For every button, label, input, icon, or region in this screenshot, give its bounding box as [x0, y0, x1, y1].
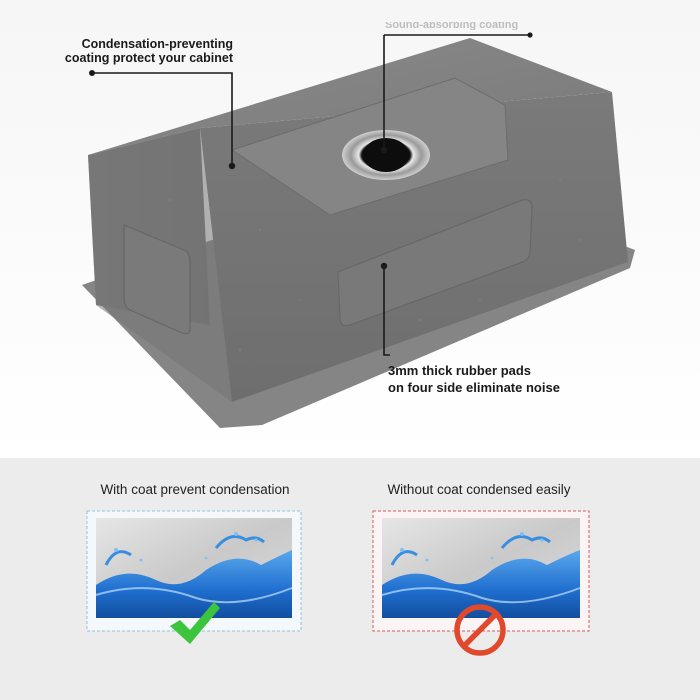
callout-top-right: Sound-absorbing coating [385, 22, 518, 30]
callout-dot-top [527, 32, 533, 38]
with-coat-panel [86, 510, 302, 632]
callout-coating-line1: Condensation-preventing [81, 37, 233, 51]
callout-dot-coating [89, 70, 95, 76]
callout-dot-pads [380, 262, 388, 270]
callout-lines [92, 34, 530, 356]
without-coat-panel [372, 510, 590, 632]
sink-top-face [88, 38, 612, 155]
callout-pads-line2: on four side eliminate noise [388, 380, 560, 395]
red-prohibited-icon [452, 602, 508, 658]
callout-coating: Condensation-preventing coating protect … [60, 37, 233, 65]
callout-dot-drain [380, 146, 388, 154]
callout-pads: 3mm thick rubber pads on four side elimi… [388, 362, 560, 396]
callout-top-right-text: Sound-absorbing coating [385, 22, 519, 30]
sink-illustration [0, 0, 700, 458]
without-coat-title: Without coat condensed easily [387, 482, 571, 497]
callout-coating-line2: coating protect your cabinet [64, 51, 233, 65]
green-check-icon [168, 598, 222, 648]
rubber-pad-side [123, 224, 191, 335]
rubber-pad-front [337, 199, 533, 327]
with-coat-title: With coat prevent condensation [100, 482, 290, 497]
callout-dot-coating-end [228, 162, 236, 170]
callout-pads-line1: 3mm thick rubber pads [388, 363, 532, 378]
